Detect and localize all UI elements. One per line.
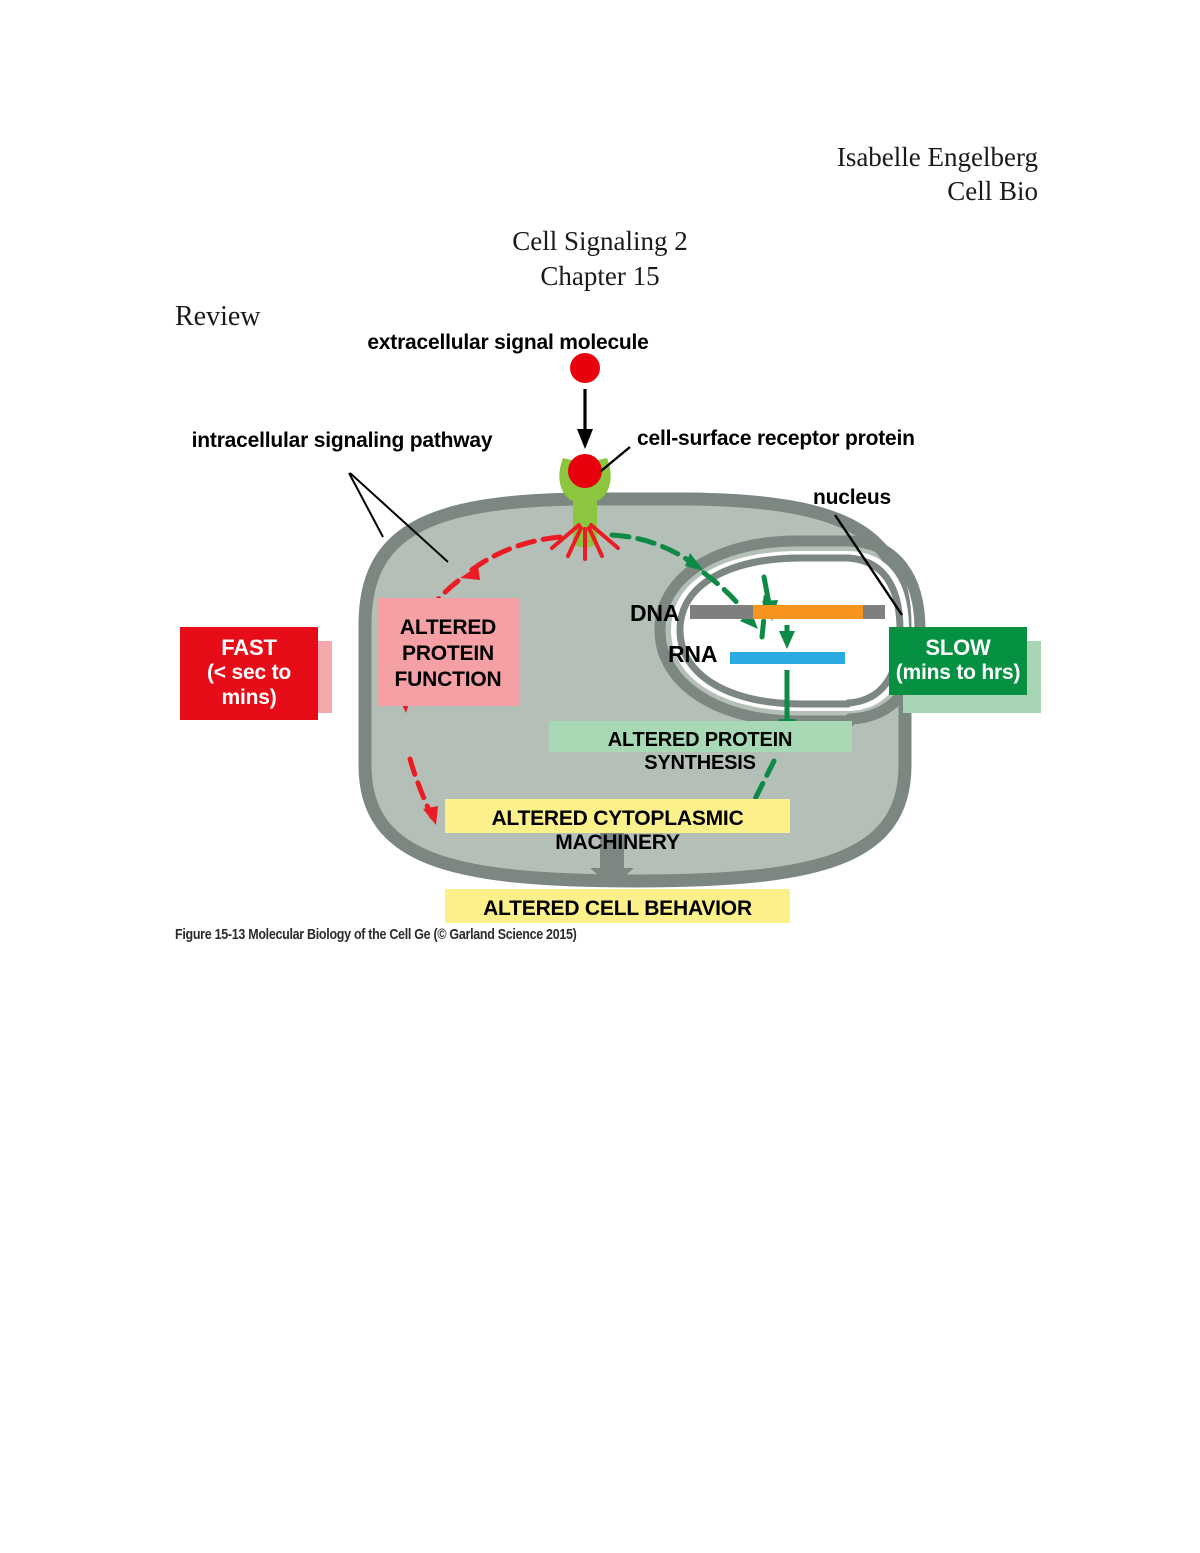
dna-gene-segment [753,605,863,619]
document-title: Cell Signaling 2 Chapter 15 [0,224,1200,294]
cell-behavior-block-arrow [590,833,634,887]
pathway-leader-line-1 [348,472,384,538]
nuclear-envelope-inner [676,554,852,708]
altered-protein-function-label: ALTERED PROTEIN FUNCTION [378,615,518,693]
altered-protein-synthesis-label: ALTERED PROTEIN SYNTHESIS [607,729,793,774]
slow-pathway-arrow-head-2 [740,611,758,629]
title-line-2: Chapter 15 [540,261,660,291]
fast-badge: FAST (< sec to mins) [180,627,318,720]
dna-strand-right [863,605,885,619]
extracellular-signal-molecule-icon [570,353,600,383]
pathway-leader-line-2 [349,472,449,563]
fast-badge-subtitle: (< sec to mins) [207,661,291,709]
student-name: Isabelle Engelberg [836,142,1038,172]
figure-source-caption: Figure 15-13 Molecular Biology of the Ce… [175,926,577,943]
apf-line-2: PROTEIN [402,642,494,665]
signal-radiation-rays [550,523,620,561]
label-intracellular-signaling-pathway: intracellular signaling pathway [191,429,493,452]
altered-cell-behavior-label: ALTERED CELL BEHAVIOR [483,897,752,920]
fast-to-cytoplasm-arrow-head [423,806,438,825]
fast-badge-title: FAST [221,635,277,660]
slow-pathway-arrow-head-1 [685,553,704,571]
altered-cytoplasmic-machinery-label: ALTERED CYTOPLASMIC MACHINERY [491,807,744,854]
course-name: Cell Bio [947,176,1038,206]
rna-strand [730,652,845,664]
label-rna: RNA [668,641,718,667]
transcription-arrow-head [779,631,795,649]
altered-cell-behavior-box [445,889,790,923]
fast-pathway-arc-1 [462,534,563,578]
nuclear-envelope-outer [654,535,856,727]
altered-protein-function-box [378,598,519,706]
figure-graphic [348,353,926,923]
nucleus-leader-line [834,514,903,616]
label-extracellular-signal-molecule: extracellular signal molecule [367,331,649,354]
slow-badge: SLOW (mins to hrs) [889,627,1027,695]
fast-pathway-arrow-head-1 [460,566,480,580]
slow-badge-subtitle: (mins to hrs) [895,661,1021,684]
altered-protein-synthesis-box [549,721,852,752]
label-nucleus: nucleus [813,486,891,509]
apf-line-1: ALTERED [399,616,497,639]
cell-signaling-figure: extracellular signal molecule intracellu… [160,325,1060,950]
title-line-1: Cell Signaling 2 [512,226,688,256]
dna-strand-left [690,605,753,619]
altered-cytoplasmic-machinery-box [445,799,790,833]
label-cell-surface-receptor-protein: cell-surface receptor protein [637,427,915,450]
student-header: Isabelle Engelberg Cell Bio [837,140,1038,208]
signal-descent-arrow-head [577,429,593,449]
receptor-leader-line [600,446,631,472]
apf-line-3: FUNCTION [394,668,502,691]
label-dna: DNA [630,600,680,626]
slow-badge-title: SLOW [925,635,991,660]
section-heading-review: Review [175,301,261,332]
